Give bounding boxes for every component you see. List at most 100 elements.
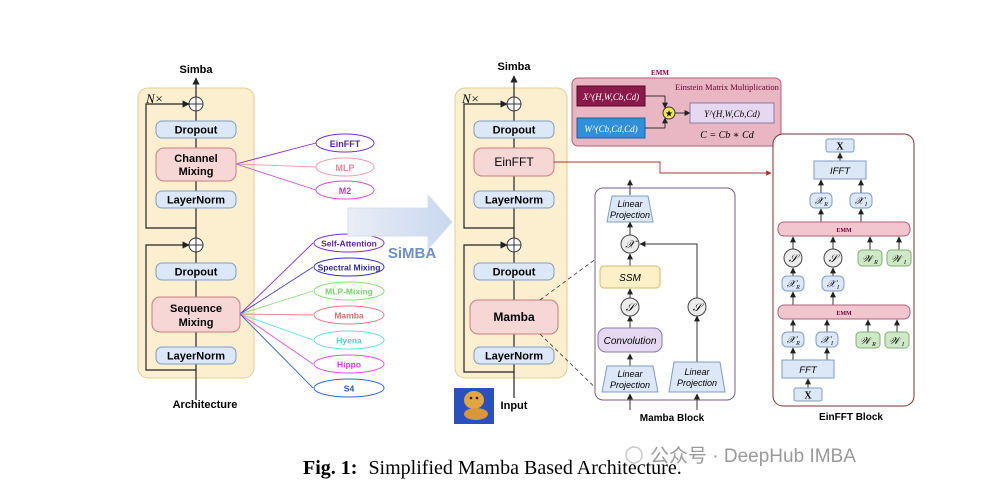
left-dropout1: Dropout — [175, 125, 218, 137]
einfft-block-title: EinFFT Block — [819, 412, 883, 423]
mamba-block-title: Mamba Block — [640, 413, 705, 424]
mamba-ssm: SSM — [619, 273, 641, 284]
einfft-emm-upper-label: EMM — [836, 228, 852, 234]
einfft-xi-top — [849, 192, 873, 209]
watermark: 公众号 · DeepHub IMBA — [625, 445, 856, 467]
middle-layernorm1-box — [473, 190, 555, 209]
mamba-ssm-box — [599, 265, 661, 289]
watermark-text: 公众号 · DeepHub IMBA — [650, 445, 856, 467]
seq-option-hippo-label: Hippo — [337, 360, 361, 370]
middle-dropout2: Dropout — [493, 267, 536, 279]
emm-y-box — [689, 102, 775, 124]
middle-residual-upper — [463, 100, 514, 229]
einfft-wi-upper-label: 𝒲 — [891, 254, 904, 265]
einfft-wr-lower — [855, 331, 881, 349]
middle-architecture: Simba N× Dropout EinFFT LayerNorm Dropou… — [454, 61, 568, 424]
einfft-xi-low-label: 𝒳 — [821, 335, 833, 346]
mamba-lp-right-line1: Linear — [684, 367, 710, 377]
channel-option-einfft-label: EinFFT — [330, 139, 361, 149]
einfft-wi-lower-sub: I — [901, 342, 905, 348]
seq-option-spectral-mixing-label: Spectral Mixing — [318, 263, 381, 273]
simba-arrow-label: SiMBA — [388, 245, 437, 262]
einfft-xr-low-label: 𝒳 — [787, 335, 799, 346]
mamba-convolution: Convolution — [604, 336, 657, 347]
emm-title: Einstein Matrix Multiplication — [675, 82, 780, 92]
middle-layernorm1: LayerNorm — [485, 195, 543, 207]
seq-option-spectral-mixing — [313, 257, 385, 277]
seq-option-hippo — [313, 354, 385, 374]
seq-option-hyena — [313, 330, 385, 350]
einfft-x-bottom-box — [793, 387, 823, 402]
left-layernorm2: LayerNorm — [167, 351, 225, 363]
einfft-wr-upper-sub: R — [873, 260, 878, 266]
channel-option-mlp-label: MLP — [336, 163, 355, 173]
left-bottom-label: Architecture — [173, 399, 238, 411]
emm-tag: EMM — [651, 69, 669, 77]
einfft-emm-lower — [777, 304, 911, 320]
einfft-s-right-upper — [823, 248, 843, 268]
left-sequence-mixing-line1: Sequence — [170, 303, 222, 315]
einfft-xr-mid-sub: R — [795, 285, 800, 291]
left-layernorm2-box — [155, 346, 237, 365]
einfft-s-left-upper — [783, 248, 803, 268]
einfft-to-block-arrow — [554, 161, 772, 176]
einfft-xr-top-sub: R — [823, 202, 828, 208]
big-arrow-shape — [347, 193, 453, 251]
einfft-emm-upper — [777, 221, 911, 237]
seq-option-mlp-mixing — [313, 281, 385, 301]
middle-einfft: EinFFT — [494, 155, 534, 169]
channel-option-einfft — [315, 133, 375, 153]
einfft-ifft: IFFT — [830, 166, 851, 177]
seq-option-mamba-label: Mamba — [334, 311, 364, 321]
middle-bottom-label: Input — [501, 400, 528, 412]
left-channel-mixing-box — [155, 147, 237, 182]
mamba-zoom-line-top — [539, 246, 613, 301]
left-channel-mixing-line2: Mixing — [179, 166, 214, 178]
left-dropout2-box — [155, 262, 237, 281]
mamba-s-circle-left — [620, 297, 640, 317]
middle-residual-lower — [463, 241, 514, 373]
einfft-wi-lower — [884, 331, 910, 349]
einfft-fft: FFT — [799, 365, 818, 376]
left-layernorm1: LayerNorm — [167, 195, 225, 207]
einfft-xi-low — [815, 331, 839, 348]
mamba-lp-top-line2: Projection — [610, 210, 650, 220]
einfft-block: X IFFT 𝒳 R 𝒳 I EMM 𝒮 𝒮 𝒲 R 𝒲 I — [772, 133, 915, 423]
einfft-wi-upper — [886, 249, 912, 267]
seq-link-4 — [239, 313, 314, 316]
left-residual-lower — [145, 241, 196, 371]
middle-layernorm2: LayerNorm — [485, 351, 543, 363]
channel-option-m2-label: M2 — [339, 186, 352, 196]
middle-dropout2-box — [473, 262, 555, 281]
seq-option-s4 — [313, 378, 385, 398]
left-channel-mixing-line1: Channel — [174, 153, 217, 165]
channel-link-einfft — [235, 142, 317, 165]
einfft-xr-mid — [781, 275, 805, 292]
seq-option-mamba — [313, 305, 385, 325]
channel-link-m2 — [235, 163, 317, 191]
emm-y-label: Y^(H,W,Cb,Cd) — [704, 109, 760, 119]
mamba-block: Linear Projection 𝒳 SSM 𝒮 𝒮 Convolution … — [594, 179, 736, 424]
middle-mamba-box — [469, 299, 559, 335]
seq-option-self-attention-label: Self-Attention — [321, 239, 377, 249]
seq-link-1 — [239, 242, 314, 315]
channel-option-m2 — [315, 180, 375, 200]
mamba-lp-left-line2: Projection — [610, 380, 650, 390]
left-top-label: Simba — [179, 64, 213, 76]
einfft-ifft-box — [813, 160, 867, 180]
seq-option-s4-label: S4 — [344, 384, 355, 394]
emm-op: ★ — [665, 109, 673, 119]
left-layernorm1-box — [155, 190, 237, 209]
lion-body — [464, 408, 488, 420]
seq-link-6 — [239, 313, 314, 365]
sequence-options: Self-Attention Spectral Mixing MLP-Mixin… — [239, 233, 385, 398]
mamba-lp-right-line2: Projection — [677, 378, 717, 388]
einfft-xi-top-label: 𝒳 — [855, 196, 867, 207]
einfft-wr-upper — [857, 249, 883, 267]
seq-link-3 — [239, 290, 314, 315]
middle-add-lower — [506, 237, 522, 253]
mamba-linear-projection-left — [601, 365, 659, 393]
einfft-x-top-box — [825, 138, 855, 153]
left-dropout1-box — [155, 120, 237, 139]
einfft-wi-lower-label: 𝒲 — [889, 336, 902, 347]
